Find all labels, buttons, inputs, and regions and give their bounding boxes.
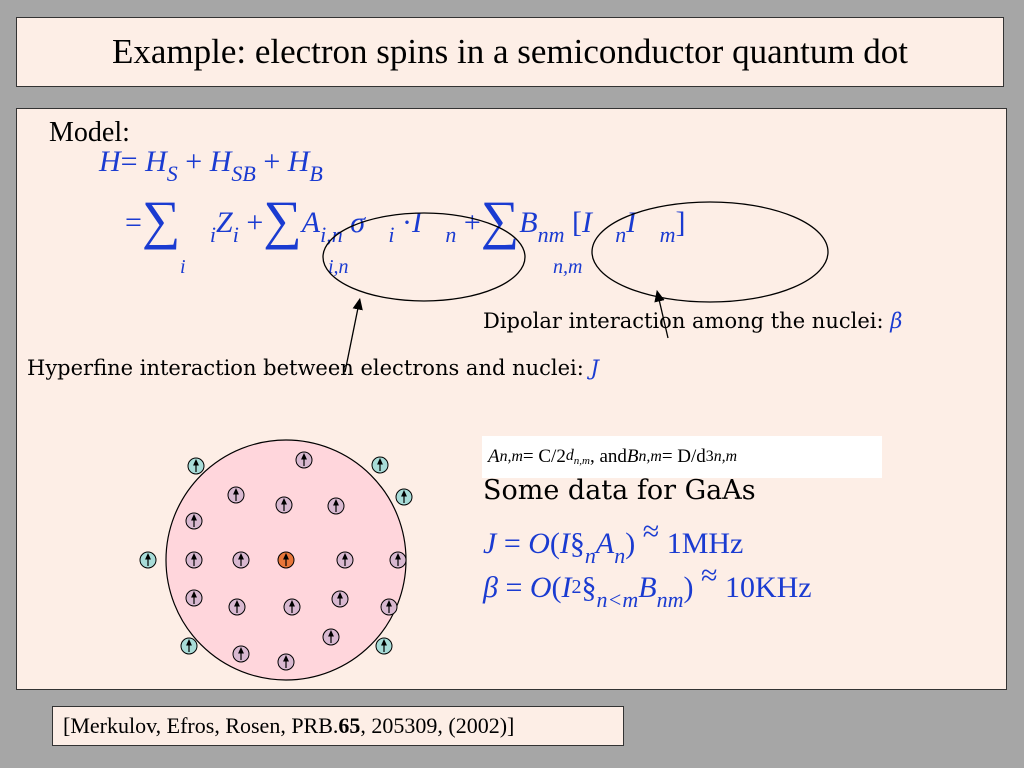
dipolar-ellipse (591, 201, 829, 303)
nuclear-spin (322, 628, 340, 646)
sum-symbol: ∑ (480, 190, 520, 250)
nuclear-spin-outside (395, 488, 413, 506)
sum3-limit: n,m (553, 256, 583, 278)
slide-title-box: Example: electron spins in a semiconduct… (16, 17, 1004, 87)
nuclear-spin (232, 551, 250, 569)
sum2-limit: i,n (328, 256, 349, 278)
content-panel: Model: H= HS + HSB + HB =∑ iZi +∑Ai,n σ⃗… (16, 108, 1007, 690)
nuclear-spin-outside (375, 637, 393, 655)
nuclear-spin-outside (371, 456, 389, 474)
nuclear-spin (327, 497, 345, 515)
nuclear-spin (185, 512, 203, 530)
nuclear-spin (277, 653, 295, 671)
nuclear-spin (275, 496, 293, 514)
hyperfine-ellipse (322, 212, 526, 302)
hamiltonian-line-2: =∑ iZi +∑Ai,n σ⃗i ·I⃗n +∑Bnm [I⃗nI⃗m] (125, 190, 686, 250)
nuclear-spin (295, 451, 313, 469)
nuclear-spin (185, 551, 203, 569)
nuclear-spin (185, 589, 203, 607)
nuclear-spin (380, 598, 398, 616)
electron-spin (277, 551, 295, 569)
hyperfine-arrow (344, 297, 363, 373)
slide-title: Example: electron spins in a semiconduct… (111, 32, 909, 71)
nuclear-spin (228, 598, 246, 616)
nuclear-spin (389, 551, 407, 569)
hamiltonian-line-1: H= HS + HSB + HB (99, 145, 323, 186)
gaas-J-estimate: J = O(I§nAn) ≈ 1MHz (483, 515, 744, 568)
nuclear-spin (336, 551, 354, 569)
quantum-dot-diagram (139, 439, 413, 681)
nuclear-spin-outside (139, 551, 157, 569)
gaas-beta-estimate: β = O(I2§n<mBnm) ≈ 10KHz (483, 559, 812, 612)
nuclear-spin-outside (187, 457, 205, 475)
dipolar-arrow (654, 289, 669, 339)
nuclear-spin-outside (180, 637, 198, 655)
reference-box: [Merkulov, Efros, Rosen, PRB. 65, 205309… (52, 706, 624, 746)
nuclear-spin (227, 486, 245, 504)
nuclear-spin (331, 590, 349, 608)
gaas-heading: Some data for GaAs (483, 475, 756, 506)
model-label: Model: (49, 117, 130, 148)
sum-symbol: ∑ (141, 190, 181, 250)
dipolar-annotation: Dipolar interaction among the nuclei: β (483, 309, 903, 333)
hyperfine-annotation: Hyperfine interaction between electrons … (27, 356, 599, 380)
nuclear-spin (232, 645, 250, 663)
sum1-limit: i (180, 256, 186, 278)
sum-symbol: ∑ (263, 190, 302, 250)
nuclear-spin (283, 598, 301, 616)
